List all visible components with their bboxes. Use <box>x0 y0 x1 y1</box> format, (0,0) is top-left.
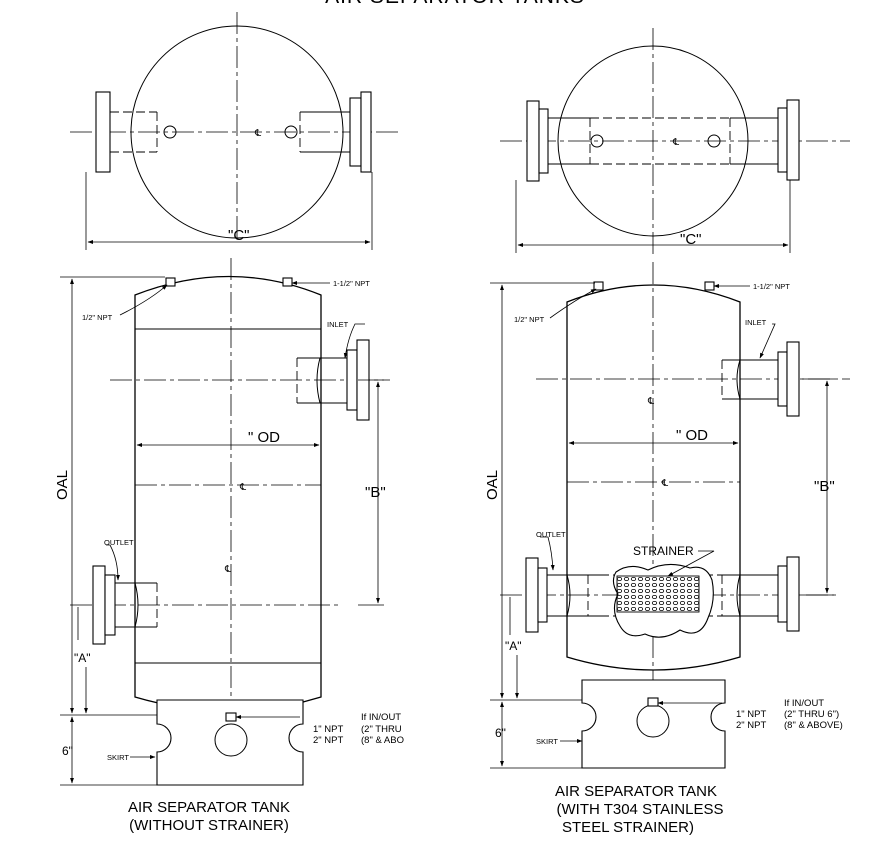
left-label-outlet: OUTLET <box>104 538 134 547</box>
left-drain-range-2: (8" & ABO <box>361 735 404 746</box>
left-dim-c: "C" <box>228 227 249 244</box>
right-top-view: ℄ "C" <box>500 28 850 258</box>
right-drain-range-2: (8" & ABOVE) <box>784 720 843 731</box>
left-drain-npt-2: 2" NPT <box>313 735 343 746</box>
left-top-view: ℄ "C" <box>70 12 400 250</box>
left-tank: ℄ "C" " OD <box>54 12 404 834</box>
left-low-centerline-symbol: ℄ <box>224 564 232 575</box>
left-label-skirt: SKIRT <box>107 753 129 762</box>
right-dim-od: " OD <box>676 427 708 444</box>
right-label-skirt: SKIRT <box>536 737 558 746</box>
right-dim-b: "B" <box>814 478 835 495</box>
left-dim-b: "B" <box>365 484 386 501</box>
right-upper-centerline-symbol: ℄ <box>647 396 655 407</box>
right-label-strainer: STRAINER <box>633 544 694 558</box>
left-label-inlet: INLET <box>327 320 349 329</box>
left-dim-skirt-height: 6" <box>62 744 73 758</box>
left-label-npt-top-left: 1/2" NPT <box>82 313 113 322</box>
right-dim-skirt-height: 6" <box>495 726 506 740</box>
right-caption-line3: STEEL STRAINER) <box>562 819 694 836</box>
left-caption-line2: (WITHOUT STRAINER) <box>129 817 289 834</box>
left-mid-centerline-symbol: ℄ <box>239 482 247 493</box>
right-dim-a: "A" <box>505 639 522 653</box>
right-label-inlet: INLET <box>745 318 767 327</box>
left-dim-oal: OAL <box>54 470 71 500</box>
left-top-centerline-symbol: ℄ <box>254 128 262 139</box>
right-dim-c: "C" <box>680 231 701 248</box>
right-caption-line2: (WITH T304 STAINLESS <box>557 801 724 818</box>
left-dim-od: " OD <box>248 429 280 446</box>
right-front-view: ℄ " OD ℄ <box>484 262 850 769</box>
left-front-view: " OD ℄ ℄ "B" OAL <box>54 258 404 786</box>
right-top-centerline-symbol: ℄ <box>672 137 680 148</box>
right-drain-range-1: (2" THRU 6") <box>784 709 839 720</box>
page-title: AIR SEPARATOR TANKS <box>325 0 585 8</box>
right-drain-if: If IN/OUT <box>784 698 824 709</box>
right-dim-oal: OAL <box>484 470 501 500</box>
right-caption-line1: AIR SEPARATOR TANK <box>555 783 717 800</box>
right-tank: ℄ "C" ℄ " OD <box>484 28 850 836</box>
right-drain-npt-1: 1" NPT <box>736 709 766 720</box>
left-dim-a: "A" <box>74 651 91 665</box>
left-caption-line1: AIR SEPARATOR TANK <box>128 799 290 816</box>
left-drain-npt-1: 1" NPT <box>313 724 343 735</box>
left-drain-range-1: (2" THRU <box>361 724 402 735</box>
left-label-npt-top-right: 1-1/2" NPT <box>333 279 370 288</box>
right-label-npt-top-right: 1-1/2" NPT <box>753 282 790 291</box>
left-drain-if: If IN/OUT <box>361 712 401 723</box>
right-drain-npt-2: 2" NPT <box>736 720 766 731</box>
right-label-npt-top-left: 1/2" NPT <box>514 315 545 324</box>
right-mid-centerline-symbol: ℄ <box>661 478 669 489</box>
right-label-outlet: OUTLET <box>536 530 566 539</box>
